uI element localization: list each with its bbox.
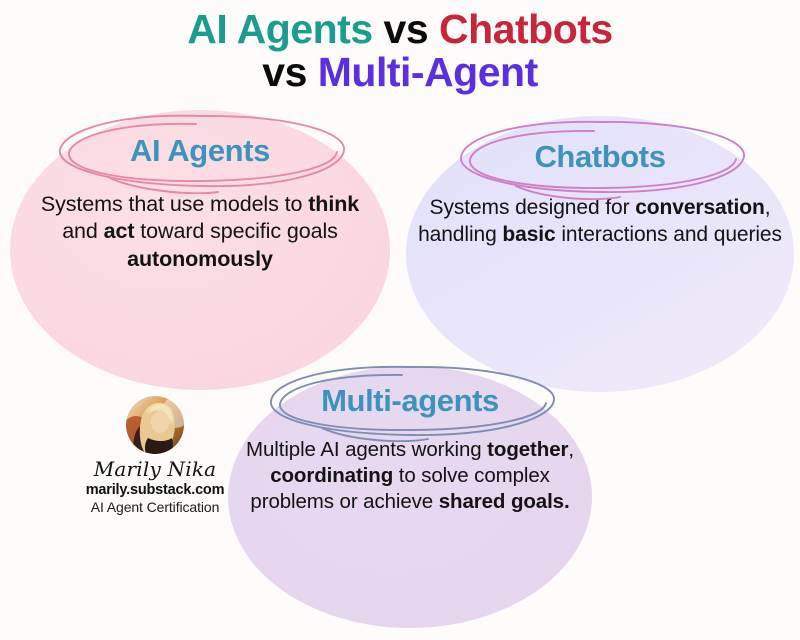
card-body-chatbots: Systems designed for conversation, handl… [418, 195, 782, 249]
card-chatbots: Chatbots Systems designed for conversati… [418, 121, 782, 249]
body-text: Multiple AI agents working [246, 437, 488, 461]
body-text: to solve complex problems or achieve [250, 463, 550, 514]
title-space-1 [428, 6, 439, 52]
card-multi-agents: Multi-agents Multiple AI agents working … [236, 366, 584, 516]
body-text: , [568, 437, 574, 461]
page-title: AI Agents vs Chatbots vs Multi-Agent [0, 8, 800, 93]
avatar [126, 396, 184, 454]
emphasis-text: basic [502, 222, 556, 246]
title-space-2 [307, 49, 318, 95]
attribution-subtitle: AI Agent Certification [90, 499, 220, 516]
title-word-multi-agent: Multi-Agent [317, 48, 538, 95]
card-heading-ai-agents: AI Agents [130, 133, 270, 168]
title-word-vs-2: vs [262, 48, 307, 95]
emphasis-text: coordinating [270, 463, 394, 487]
heading-wrap-multi-agents: Multi-agents [236, 366, 584, 443]
body-text: Systems that use models to [40, 191, 309, 216]
card-body-multi-agents: Multiple AI agents working together, coo… [236, 437, 584, 516]
title-line-1: AI Agents vs Chatbots [0, 8, 800, 51]
emphasis-text: conversation [635, 195, 765, 219]
attribution-site: marily.substack.com [85, 482, 225, 498]
title-word-vs-1-text: vs [383, 6, 429, 52]
emphasis-text: autonomously [127, 246, 273, 271]
emphasis-text: shared goals. [438, 490, 570, 514]
body-text: and [62, 219, 104, 244]
attribution-name: Marily Nika [93, 457, 217, 481]
title-word-vs-1 [373, 6, 384, 52]
title-line-2: vs Multi-Agent [0, 48, 800, 95]
card-heading-chatbots: Chatbots [534, 139, 666, 174]
avatar-photo-icon [126, 396, 184, 454]
emphasis-text: think [308, 191, 360, 216]
card-ai-agents: AI Agents Systems that use models to thi… [22, 115, 378, 274]
emphasis-text: together [487, 437, 569, 461]
title-word-ai-agents: AI Agents [187, 6, 373, 52]
attribution-block: Marily Nika marily.substack.com AI Agent… [62, 396, 248, 517]
body-text: , handling [418, 195, 771, 246]
card-heading-multi-agents: Multi-agents [321, 383, 499, 418]
title-word-chatbots: Chatbots [439, 6, 613, 52]
body-text: Systems designed for [429, 195, 636, 219]
card-body-ai-agents: Systems that use models to think and act… [22, 191, 378, 274]
heading-wrap-chatbots: Chatbots [418, 121, 782, 201]
body-text: toward specific goals [134, 219, 338, 244]
emphasis-text: act [103, 219, 135, 244]
heading-wrap-ai-agents: AI Agents [22, 115, 378, 195]
body-text: interactions and queries [555, 222, 782, 246]
